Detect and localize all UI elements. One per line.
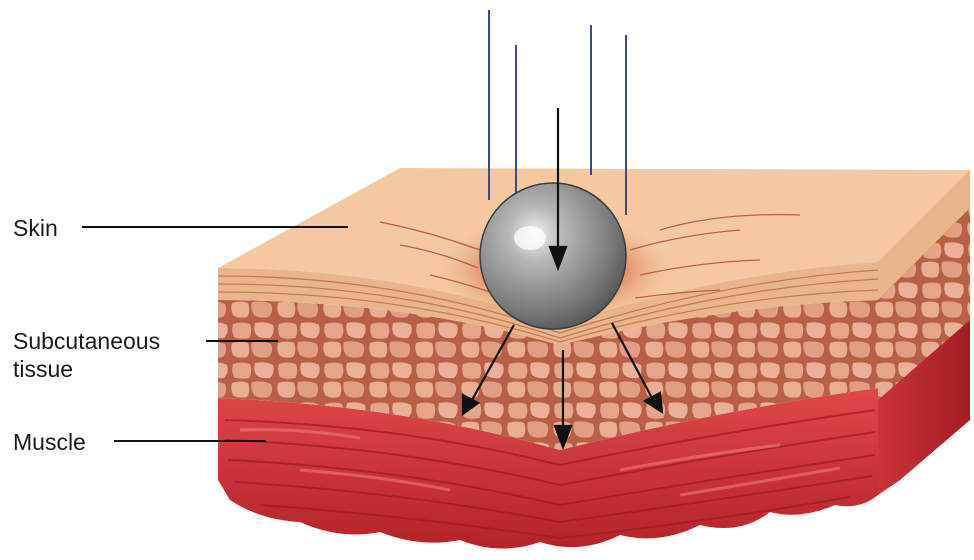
muscle-leader-line (114, 440, 266, 442)
muscle-label: Muscle (13, 428, 86, 456)
subcutaneous-label: Subcutaneous tissue (13, 327, 160, 383)
subcutaneous-label-line2: tissue (13, 355, 160, 383)
ball-highlight (514, 226, 546, 250)
skin-leader-line (82, 226, 348, 228)
subcutaneous-leader-line (206, 340, 278, 342)
subcutaneous-label-line1: Subcutaneous (13, 327, 160, 355)
skin-label: Skin (13, 214, 58, 242)
